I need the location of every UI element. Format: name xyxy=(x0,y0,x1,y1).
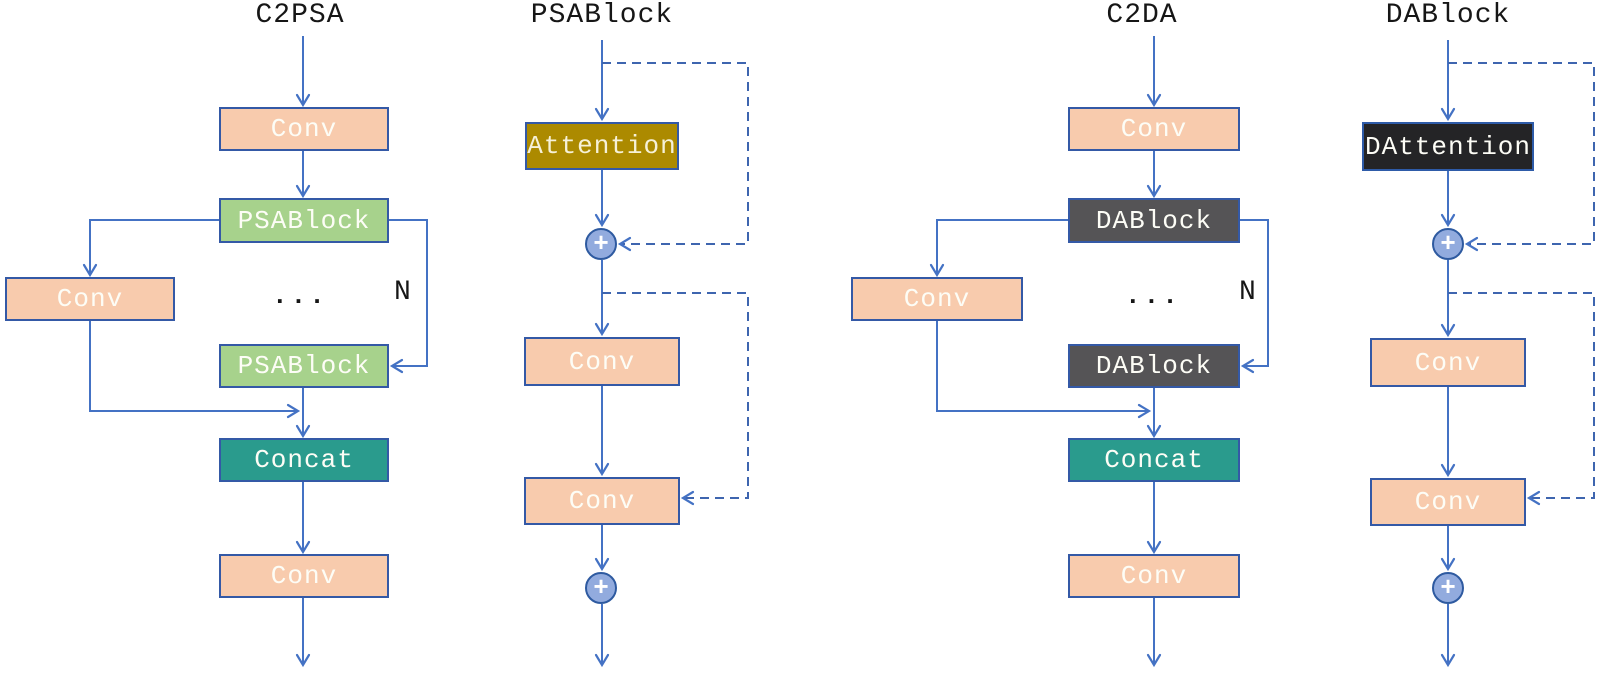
add-node: + xyxy=(1432,228,1464,260)
conv-block: Conv xyxy=(1068,107,1240,151)
dablock-connectors xyxy=(1440,40,1595,668)
conv-block: Conv xyxy=(1370,478,1526,526)
conv-block: Conv xyxy=(219,554,389,598)
concat-block: Concat xyxy=(1068,438,1240,482)
psablock-connectors xyxy=(594,40,749,668)
conv-block: Conv xyxy=(524,477,680,525)
conv-block: Conv xyxy=(1370,338,1526,387)
column-title-c2da: C2DA xyxy=(1106,0,1178,31)
repeat-count-label: N xyxy=(394,277,411,308)
column-title-c2psa: C2PSA xyxy=(255,0,345,31)
c2da-connectors xyxy=(929,36,1269,668)
column-title-psablock: PSABlock xyxy=(530,0,674,31)
column-title-dablock: DABlock xyxy=(1385,0,1511,31)
dablock-block: DABlock xyxy=(1068,344,1240,388)
c2psa-connectors xyxy=(82,36,428,668)
psablock-block: PSABlock xyxy=(219,344,389,388)
repeat-count-label: N xyxy=(1239,277,1256,308)
conv-block: Conv xyxy=(5,277,175,321)
ellipsis-label: ... xyxy=(1125,281,1181,311)
conv-block: Conv xyxy=(219,107,389,151)
conv-block: Conv xyxy=(1068,554,1240,598)
dablock-block: DABlock xyxy=(1068,198,1240,243)
ellipsis-label: ... xyxy=(272,281,328,311)
psablock-block: PSABlock xyxy=(219,198,389,243)
attention-block: Attention xyxy=(525,122,679,170)
add-node: + xyxy=(585,572,617,604)
conv-block: Conv xyxy=(524,337,680,386)
conv-block: Conv xyxy=(851,277,1023,321)
dattention-block: DAttention xyxy=(1362,122,1534,171)
add-node: + xyxy=(585,228,617,260)
add-node: + xyxy=(1432,572,1464,604)
concat-block: Concat xyxy=(219,438,389,482)
